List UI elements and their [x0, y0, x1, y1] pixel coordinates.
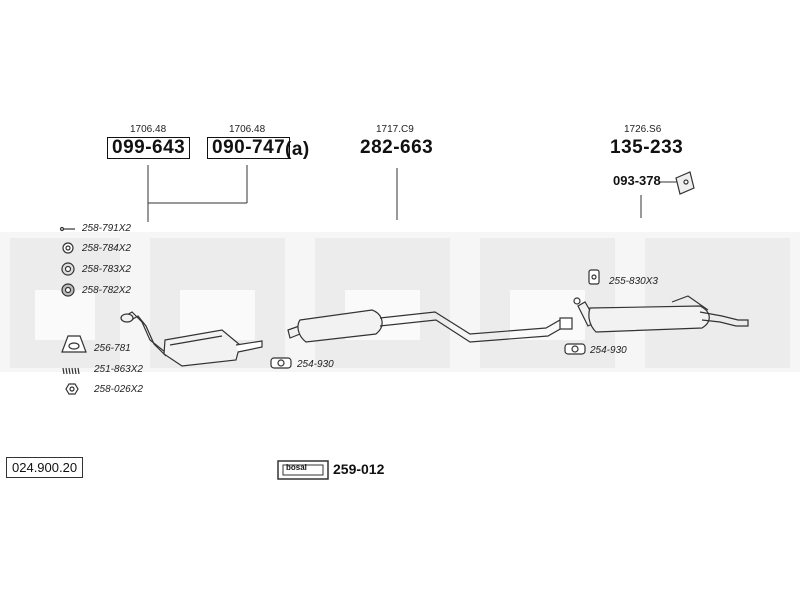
rear-silencer [573, 295, 749, 333]
hardware-code-5[interactable]: 256-781 [94, 343, 131, 354]
hardware-code-1[interactable]: 258-791X2 [82, 223, 131, 234]
part-number-4[interactable]: 135-233 [610, 137, 684, 158]
part-number-1[interactable]: 099-643 [107, 137, 191, 159]
hardware-code-7[interactable]: 258-026X2 [94, 384, 143, 395]
catalog-number: 024.900.20 [6, 457, 84, 478]
gasket-ring-icon [62, 242, 74, 254]
kit-icon [277, 460, 329, 480]
clamp-icon [564, 343, 586, 355]
hardware-code-6[interactable]: 251-863X2 [94, 364, 143, 375]
clamp-right-code[interactable]: 254-930 [590, 345, 627, 356]
clamp-hanger-icons [270, 171, 695, 369]
leader-lines [147, 165, 678, 222]
hardware-code-4[interactable]: 258-782X2 [82, 285, 131, 296]
kit-logo-text: bosal [286, 463, 307, 472]
hardware-code-2[interactable]: 258-784X2 [82, 243, 131, 254]
part-number-3[interactable]: 282-663 [360, 137, 434, 158]
part-ref-2: 1706.48 [229, 124, 266, 135]
bracket-part-number[interactable]: 093-378 [613, 173, 661, 188]
part-ref-3: 1717.C9 [376, 124, 414, 135]
part-suffix-2: (a) [285, 139, 310, 160]
front-pipe-catalytic-converter [120, 311, 263, 367]
part-ref-1: 1706.48 [130, 124, 167, 135]
hanger-icon [588, 269, 600, 285]
pin-icon [59, 226, 75, 232]
flange-gasket-icon [61, 335, 87, 353]
middle-silencer-pipe [287, 309, 573, 343]
clamp-mid-code[interactable]: 254-930 [297, 359, 334, 370]
bracket-icon [675, 171, 695, 195]
part-ref-4: 1726.S6 [624, 124, 662, 135]
spring-icon [62, 367, 80, 375]
clamp-icon [270, 357, 292, 369]
gasket-ring-icon [61, 262, 75, 276]
nut-icon [65, 383, 79, 395]
hanger-right-code[interactable]: 255-830X3 [609, 276, 658, 287]
kit-part-number[interactable]: 259-012 [333, 461, 385, 477]
part-number-2[interactable]: 090-747 [207, 137, 291, 159]
rubber-ring-icon [61, 283, 75, 297]
hardware-icons [59, 226, 87, 395]
hardware-code-3[interactable]: 258-783X2 [82, 264, 131, 275]
